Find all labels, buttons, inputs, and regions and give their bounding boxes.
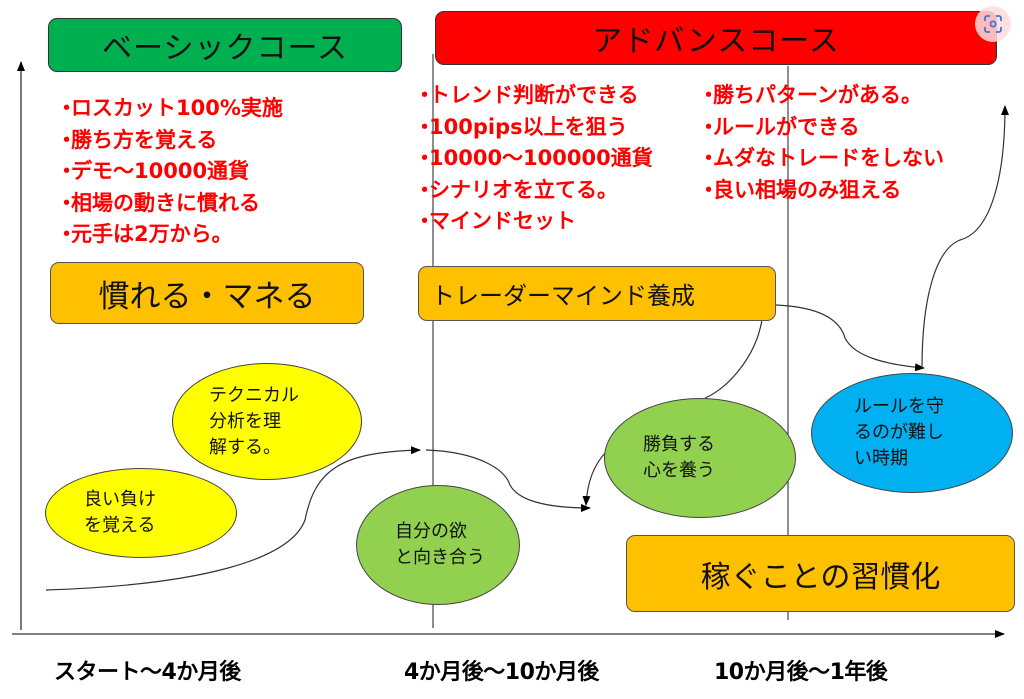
stage-box-2: トレーダーマインド養成 (418, 266, 776, 321)
timeline-period-2: 4か月後～10か月後 (404, 660, 599, 685)
basic-course-label: ベーシックコース (102, 31, 348, 66)
timeline-period-3: 10か月後～1年後 (714, 660, 888, 685)
advanced-course-label: アドバンスコース (592, 24, 840, 59)
growth-path-4 (775, 304, 925, 372)
bubble-good-loss-text: 良い負け を覚える (84, 489, 156, 536)
advanced-points-right-list: 勝ちパターンがある。 ルールができる ムダなトレードをしない 良い相場のみ狙える (698, 80, 944, 206)
bubble-desire: 自分の欲 と向き合う (356, 485, 520, 605)
list-item: 10000～100000通貨 (414, 143, 653, 175)
stage-box-1: 慣れる・マネる (50, 262, 364, 324)
list-item: 相場の動きに慣れる (56, 188, 283, 220)
list-item: ルールができる (698, 112, 944, 144)
list-item: シナリオを立てる。 (414, 175, 653, 207)
lens-scan-icon (984, 15, 1002, 33)
list-item: 良い相場のみ狙える (698, 175, 944, 207)
list-item: マインドセット (414, 206, 653, 238)
list-item: 勝ち方を覚える (56, 125, 283, 157)
lens-scan-button[interactable] (975, 6, 1011, 42)
bubble-competitive-text: 勝負する 心を養う (643, 434, 715, 481)
bubble-technical: テクニカル 分析を理 解する。 (172, 363, 362, 480)
bubble-rules-hard: ルールを守 るのが難し い時期 (811, 373, 1013, 493)
stage-label-2: トレーダーマインド養成 (431, 282, 695, 310)
list-item: ロスカット100%実施 (56, 93, 283, 125)
bubble-competitive: 勝負する 心を養う (604, 398, 796, 518)
bubble-technical-text: テクニカル 分析を理 解する。 (209, 384, 299, 458)
stage-box-3: 稼ぐことの習慣化 (626, 535, 1015, 612)
stage-label-1: 慣れる・マネる (98, 278, 316, 315)
bubble-desire-text: 自分の欲 と向き合う (395, 521, 485, 568)
list-item: 勝ちパターンがある。 (698, 80, 944, 112)
list-item: デモ～10000通貨 (56, 156, 283, 188)
bubble-rules-hard-text: ルールを守 るのが難し い時期 (854, 396, 944, 469)
stage-label-3: 稼ぐことの習慣化 (700, 559, 941, 595)
list-item: 100pips以上を狙う (414, 112, 653, 144)
growth-path-2 (425, 449, 591, 512)
growth-path-5 (921, 105, 1009, 369)
growth-path-1 (45, 446, 421, 591)
basic-course-header: ベーシックコース (48, 18, 402, 72)
list-item: 元手は2万から。 (56, 219, 283, 251)
list-item: ムダなトレードをしない (698, 143, 944, 175)
growth-path-3 (586, 319, 763, 505)
advanced-points-left-list: トレンド判断ができる 100pips以上を狙う 10000～100000通貨 シ… (414, 80, 653, 238)
advanced-course-header: アドバンスコース (435, 11, 997, 65)
timeline-period-1: スタート～4か月後 (54, 660, 241, 685)
basic-points-list: ロスカット100%実施 勝ち方を覚える デモ～10000通貨 相場の動きに慣れる… (56, 93, 283, 251)
list-item: トレンド判断ができる (414, 80, 653, 112)
bubble-good-loss: 良い負け を覚える (45, 468, 237, 558)
